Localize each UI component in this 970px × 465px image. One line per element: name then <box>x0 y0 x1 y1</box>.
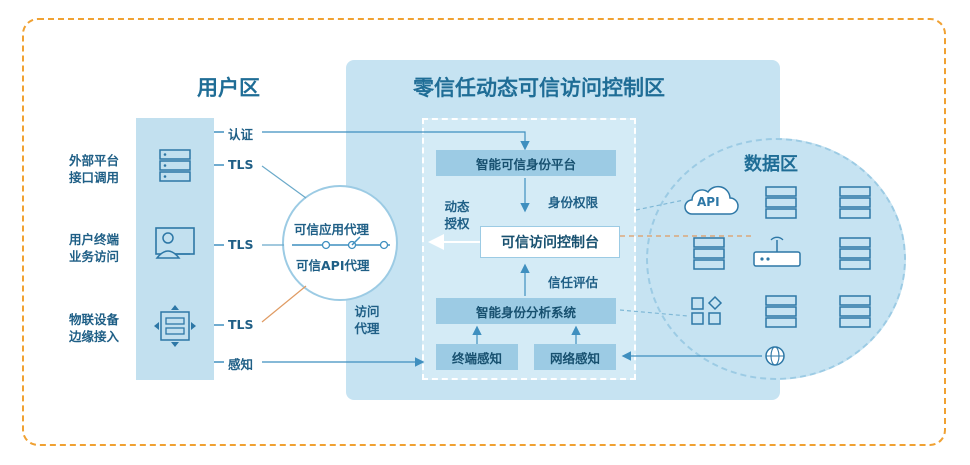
analysis-system-box[interactable]: 智能身份分析系统 <box>436 298 616 324</box>
connector-tls-3: TLS <box>228 317 254 332</box>
server-icon-5 <box>765 295 797 328</box>
dynamic-auth-label: 动态 授权 <box>444 199 470 231</box>
server-icon-1 <box>765 186 797 219</box>
globe-icon <box>765 346 785 366</box>
identity-platform-box[interactable]: 智能可信身份平台 <box>436 150 616 176</box>
connector-tls-1: TLS <box>228 157 254 172</box>
connector-perceive: 感知 <box>228 357 254 372</box>
network-perception-box[interactable]: 网络感知 <box>534 344 616 370</box>
router-icon <box>753 236 801 267</box>
zero-trust-zone-title: 零信任动态可信访问控制区 <box>413 76 665 100</box>
iot-device-icon <box>154 305 196 347</box>
server-icon-2 <box>839 186 871 219</box>
access-console-box[interactable]: 可信访问控制台 <box>480 226 620 258</box>
proxy-circle <box>282 185 398 301</box>
access-proxy-label: 访问 代理 <box>354 304 380 336</box>
data-zone-title: 数据区 <box>744 154 798 175</box>
user-zone-title: 用户区 <box>197 76 260 100</box>
user-item-label-iot: 物联设备 边缘接入 <box>68 312 119 344</box>
api-label: API <box>697 195 720 209</box>
app-proxy-label: 可信应用代理 <box>294 222 370 237</box>
server-rack-icon <box>159 149 191 182</box>
api-proxy-label: 可信API代理 <box>296 258 370 273</box>
connector-tls-2: TLS <box>228 237 254 252</box>
identity-permission-label: 身份权限 <box>548 195 599 210</box>
server-icon-4 <box>839 237 871 270</box>
apps-grid-icon <box>691 295 723 325</box>
server-icon-3 <box>693 237 725 270</box>
connector-auth: 认证 <box>228 127 254 142</box>
outer-frame <box>22 18 946 446</box>
trust-eval-label: 信任评估 <box>548 275 599 290</box>
cloud-api-icon <box>684 185 739 215</box>
user-item-label-platform: 外部平台 接口调用 <box>68 153 119 185</box>
terminal-perception-box[interactable]: 终端感知 <box>436 344 518 370</box>
user-item-label-terminal: 用户终端 业务访问 <box>68 232 119 264</box>
user-terminal-icon <box>155 227 195 259</box>
server-icon-6 <box>839 295 871 328</box>
